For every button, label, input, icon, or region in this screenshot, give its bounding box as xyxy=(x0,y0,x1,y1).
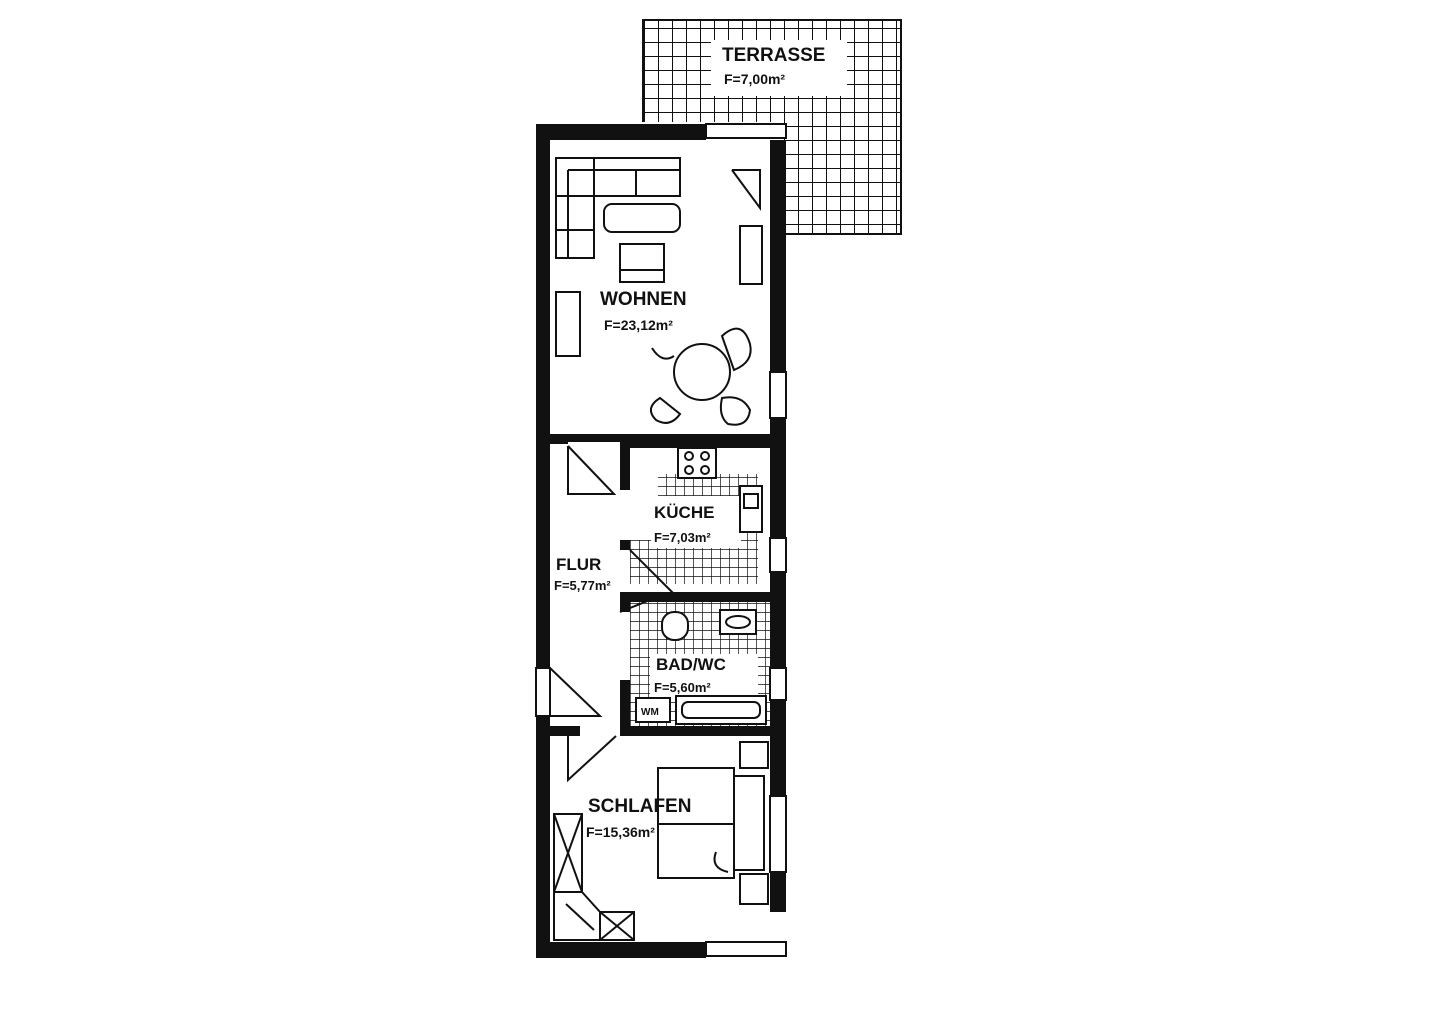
terrasse-area: TERRASSE F=7,00m² xyxy=(540,19,902,242)
wohnen-area-label: F=23,12m² xyxy=(604,317,673,333)
kueche-label: KÜCHE xyxy=(654,503,714,522)
exterior-walls xyxy=(535,123,787,958)
kueche-area-label: F=7,03m² xyxy=(654,530,711,545)
flur-label: FLUR xyxy=(556,555,601,574)
schlafen-label: SCHLAFEN xyxy=(588,796,691,817)
bad-area-label: F=5,60m² xyxy=(654,680,711,695)
terrasse-label: TERRASSE xyxy=(722,45,825,66)
flur-room xyxy=(549,667,617,783)
interior-walls xyxy=(550,434,770,736)
bad-room: WM xyxy=(619,599,770,726)
schlafen-room xyxy=(553,741,769,941)
washing-machine-label: WM xyxy=(641,707,659,718)
schlafen-area-label: F=15,36m² xyxy=(586,824,655,840)
flur-area-label: F=5,77m² xyxy=(554,578,611,593)
kueche-room xyxy=(629,447,763,597)
wohnen-label: WOHNEN xyxy=(600,289,687,310)
terrasse-area-label: F=7,00m² xyxy=(724,71,785,87)
bad-label: BAD/WC xyxy=(656,655,726,674)
wohnen-furniture xyxy=(555,157,763,495)
